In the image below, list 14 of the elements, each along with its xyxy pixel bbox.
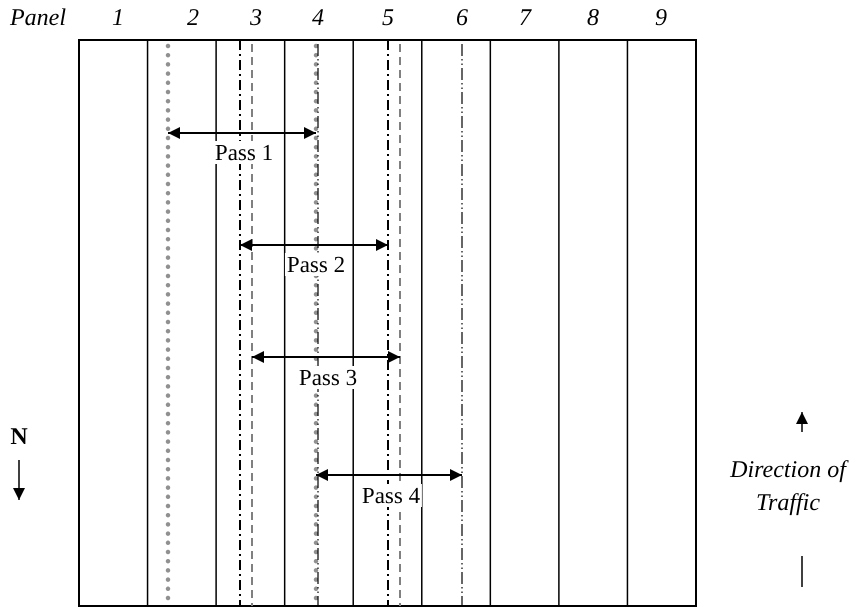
pass-label: Pass 4 [360, 484, 422, 507]
panel-number: 3 [250, 6, 262, 30]
panel-number: 9 [655, 6, 667, 30]
north-label: N [10, 425, 28, 449]
panel-number: 1 [112, 6, 124, 30]
panel-number: 6 [456, 6, 468, 30]
traffic-direction-label: Direction of Traffic [723, 454, 853, 520]
panel-heading: Panel [10, 6, 66, 30]
panel-number: 2 [187, 6, 199, 30]
panel-number: 4 [312, 6, 324, 30]
panel-number: 7 [519, 6, 531, 30]
pass-label: Pass 3 [296, 366, 360, 389]
panel-number: 5 [382, 6, 394, 30]
panel-number: 8 [587, 6, 599, 30]
